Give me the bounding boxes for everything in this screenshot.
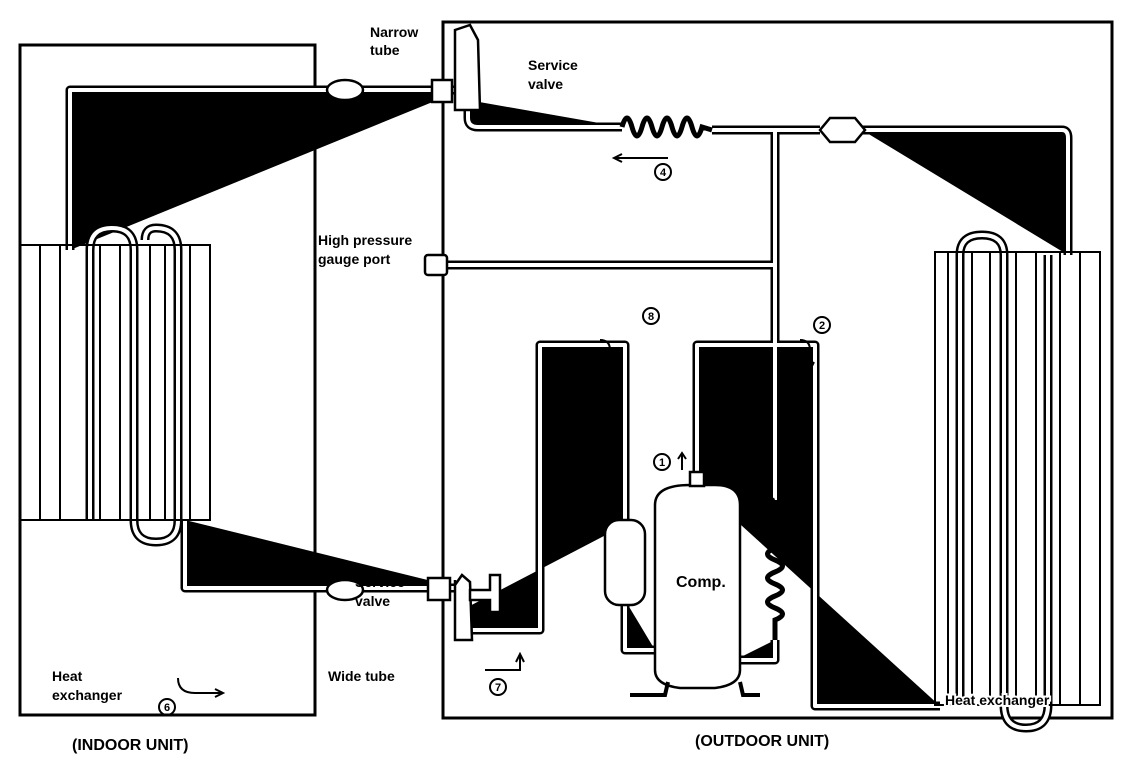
label-high-pressure-1: High pressure <box>318 232 412 248</box>
accumulator-outlet-pipe <box>625 600 655 650</box>
label-service-valve-bottom-1: Service <box>355 574 405 590</box>
step-7: 7 <box>489 678 507 696</box>
label-outdoor-hx: Heat exchanger <box>945 692 1050 708</box>
liquid-line-pipe <box>468 100 622 127</box>
high-pressure-gauge-port <box>423 253 449 277</box>
label-high-pressure-2: gauge port <box>318 251 391 267</box>
label-service-valve-bottom-2: valve <box>355 593 390 609</box>
step-2: 2 <box>813 316 831 334</box>
svg-text:5: 5 <box>112 110 118 122</box>
condenser-outlet-pipe <box>712 130 1068 255</box>
svg-text:3: 3 <box>1022 163 1028 175</box>
step-8: 8 <box>642 307 660 325</box>
outdoor-heat-exchanger <box>934 230 1101 733</box>
label-narrow-tube-2: tube <box>370 42 400 58</box>
svg-text:4: 4 <box>660 167 667 179</box>
capillary-tube-coil <box>619 115 713 139</box>
step-6: 6 <box>158 698 176 716</box>
label-indoor-unit: (INDOOR UNIT) <box>72 737 188 754</box>
narrow-tube-pipe <box>70 90 462 250</box>
discharge-coil <box>765 497 785 640</box>
piping <box>70 90 1068 706</box>
label-wide-tube: Wide tube <box>328 668 395 684</box>
svg-text:7: 7 <box>495 682 501 694</box>
label-compressor: Comp. <box>676 574 726 591</box>
label-service-valve-top-1: Service <box>528 57 578 73</box>
service-valve-narrow <box>430 23 482 112</box>
compressor <box>630 470 760 697</box>
label-service-valve-top-2: valve <box>528 76 563 92</box>
step-5: 5 <box>106 106 124 124</box>
label-indoor-hx-1: Heat <box>52 668 83 684</box>
flow-arrows <box>75 101 1060 698</box>
discharge-pipe <box>697 345 940 706</box>
step-3: 3 <box>1016 159 1034 177</box>
label-indoor-hx-2: exchanger <box>52 687 123 703</box>
wide-tube-pipe <box>185 520 460 588</box>
accumulator <box>603 518 647 607</box>
svg-text:6: 6 <box>164 702 170 714</box>
step-1: 1 <box>653 453 671 471</box>
flare-nut-narrow <box>325 78 365 102</box>
svg-text:1: 1 <box>659 457 665 469</box>
indoor-heat-exchanger <box>19 223 211 547</box>
service-valve-wide <box>426 573 502 642</box>
flow-step-markers: 1 2 3 4 5 6 7 8 <box>106 106 1034 716</box>
step-4: 4 <box>654 163 672 181</box>
label-narrow-tube-1: Narrow <box>370 24 418 40</box>
compressor-return-pipe <box>735 640 775 660</box>
label-outdoor-unit: (OUTDOOR UNIT) <box>695 733 829 750</box>
svg-text:8: 8 <box>648 311 654 323</box>
flare-nut-wide <box>325 578 365 602</box>
outdoor-unit-box <box>441 20 1114 720</box>
filter-drier <box>818 116 867 144</box>
svg-text:2: 2 <box>819 320 825 332</box>
